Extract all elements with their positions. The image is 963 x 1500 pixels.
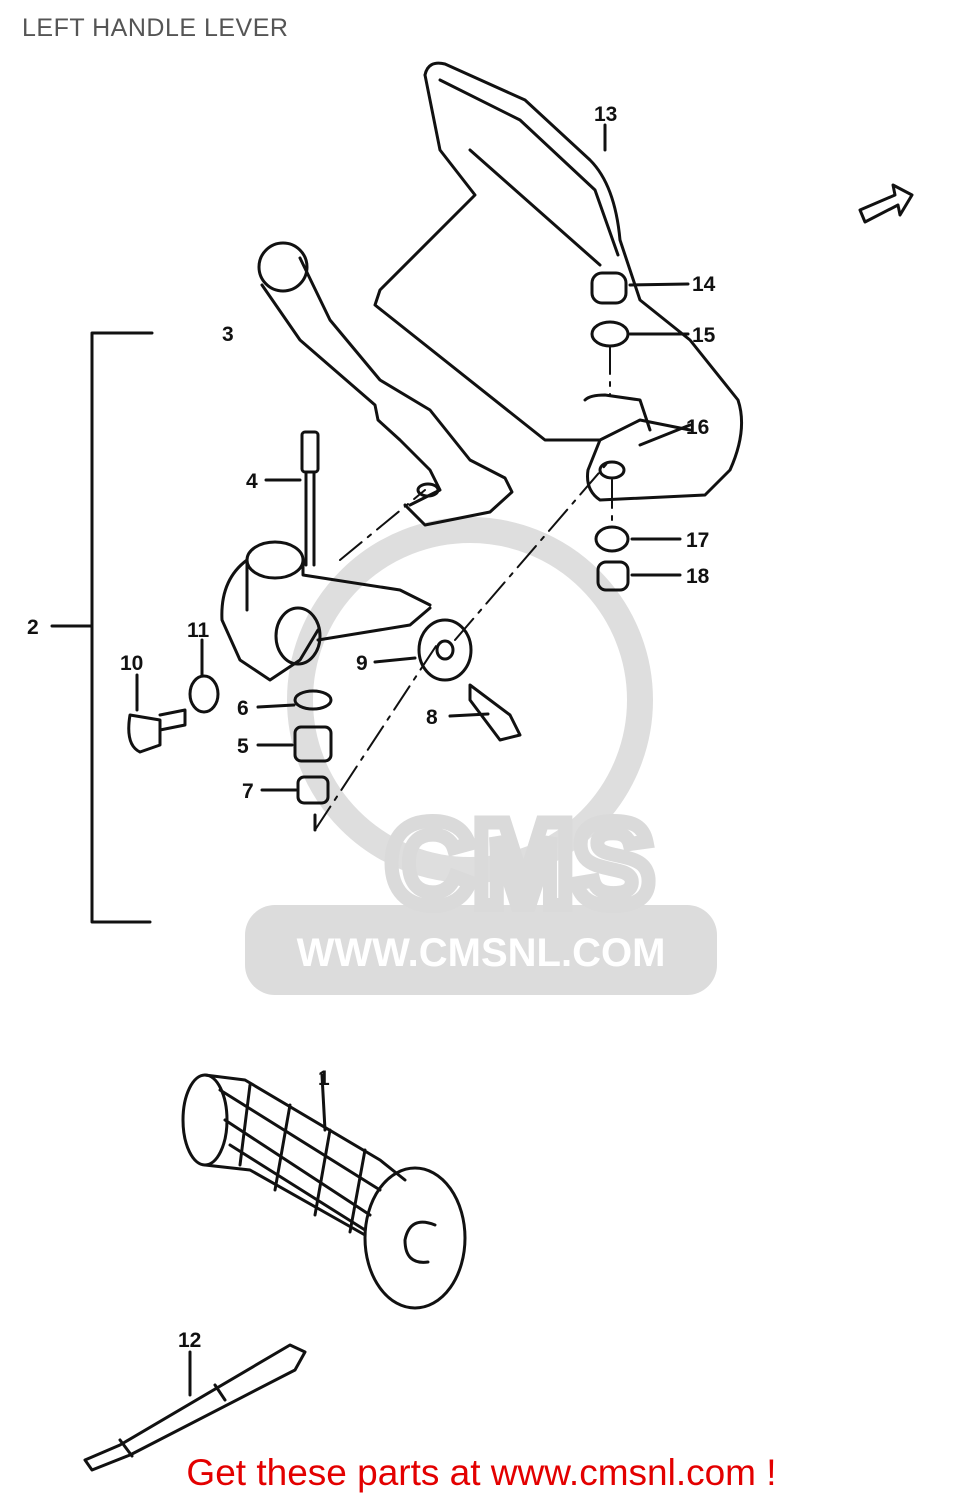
callout-9: 9 (356, 652, 368, 675)
guard-hardware (590, 123, 692, 592)
callout-10: 10 (120, 652, 143, 675)
collar-stack (256, 689, 333, 832)
callout-14: 14 (692, 273, 716, 296)
callout-4: 4 (246, 470, 258, 493)
bushing-9 (373, 618, 473, 682)
callout-3: 3 (222, 323, 234, 346)
callout-2: 2 (27, 616, 39, 639)
callout-7: 7 (242, 780, 254, 803)
handle-grip (181, 1073, 467, 1310)
clutch-lever (257, 241, 514, 527)
callout-11: 11 (187, 619, 210, 642)
callout-16: 16 (686, 416, 709, 439)
group-bracket (90, 331, 154, 924)
watermark-banner (245, 905, 717, 995)
watermark-url: WWW.CMSNL.COM (297, 931, 666, 975)
bolt-4 (264, 430, 320, 567)
callout-13: 13 (594, 103, 617, 126)
washer-11 (188, 638, 220, 714)
footer-shop-link[interactable]: Get these parts at www.cmsnl.com ! (186, 1452, 777, 1493)
callout-6: 6 (237, 697, 249, 720)
bolt-8 (448, 683, 522, 742)
callout-15: 15 (692, 324, 716, 347)
callout-17: 17 (686, 529, 709, 552)
callout-8: 8 (426, 706, 438, 729)
callout-labels: 1 2 3 4 5 6 7 8 9 10 11 12 13 14 15 16 1… (27, 103, 716, 1352)
lever-holder (220, 540, 432, 682)
cms-watermark: CMS WWW.CMSNL.COM (245, 517, 717, 995)
cable-tie (83, 1343, 307, 1472)
callout-12: 12 (178, 1329, 201, 1352)
direction-arrow-icon (858, 183, 914, 224)
callout-18: 18 (686, 565, 710, 588)
watermark-brand: CMS (387, 797, 654, 931)
page-title: LEFT HANDLE LEVER (22, 14, 289, 42)
lever-guard (373, 61, 744, 502)
screw-10 (127, 673, 187, 754)
callout-5: 5 (237, 735, 249, 758)
alignment-lines (314, 345, 613, 831)
watermark-mascot-ring (287, 517, 653, 883)
callout-1: 1 (318, 1067, 330, 1090)
